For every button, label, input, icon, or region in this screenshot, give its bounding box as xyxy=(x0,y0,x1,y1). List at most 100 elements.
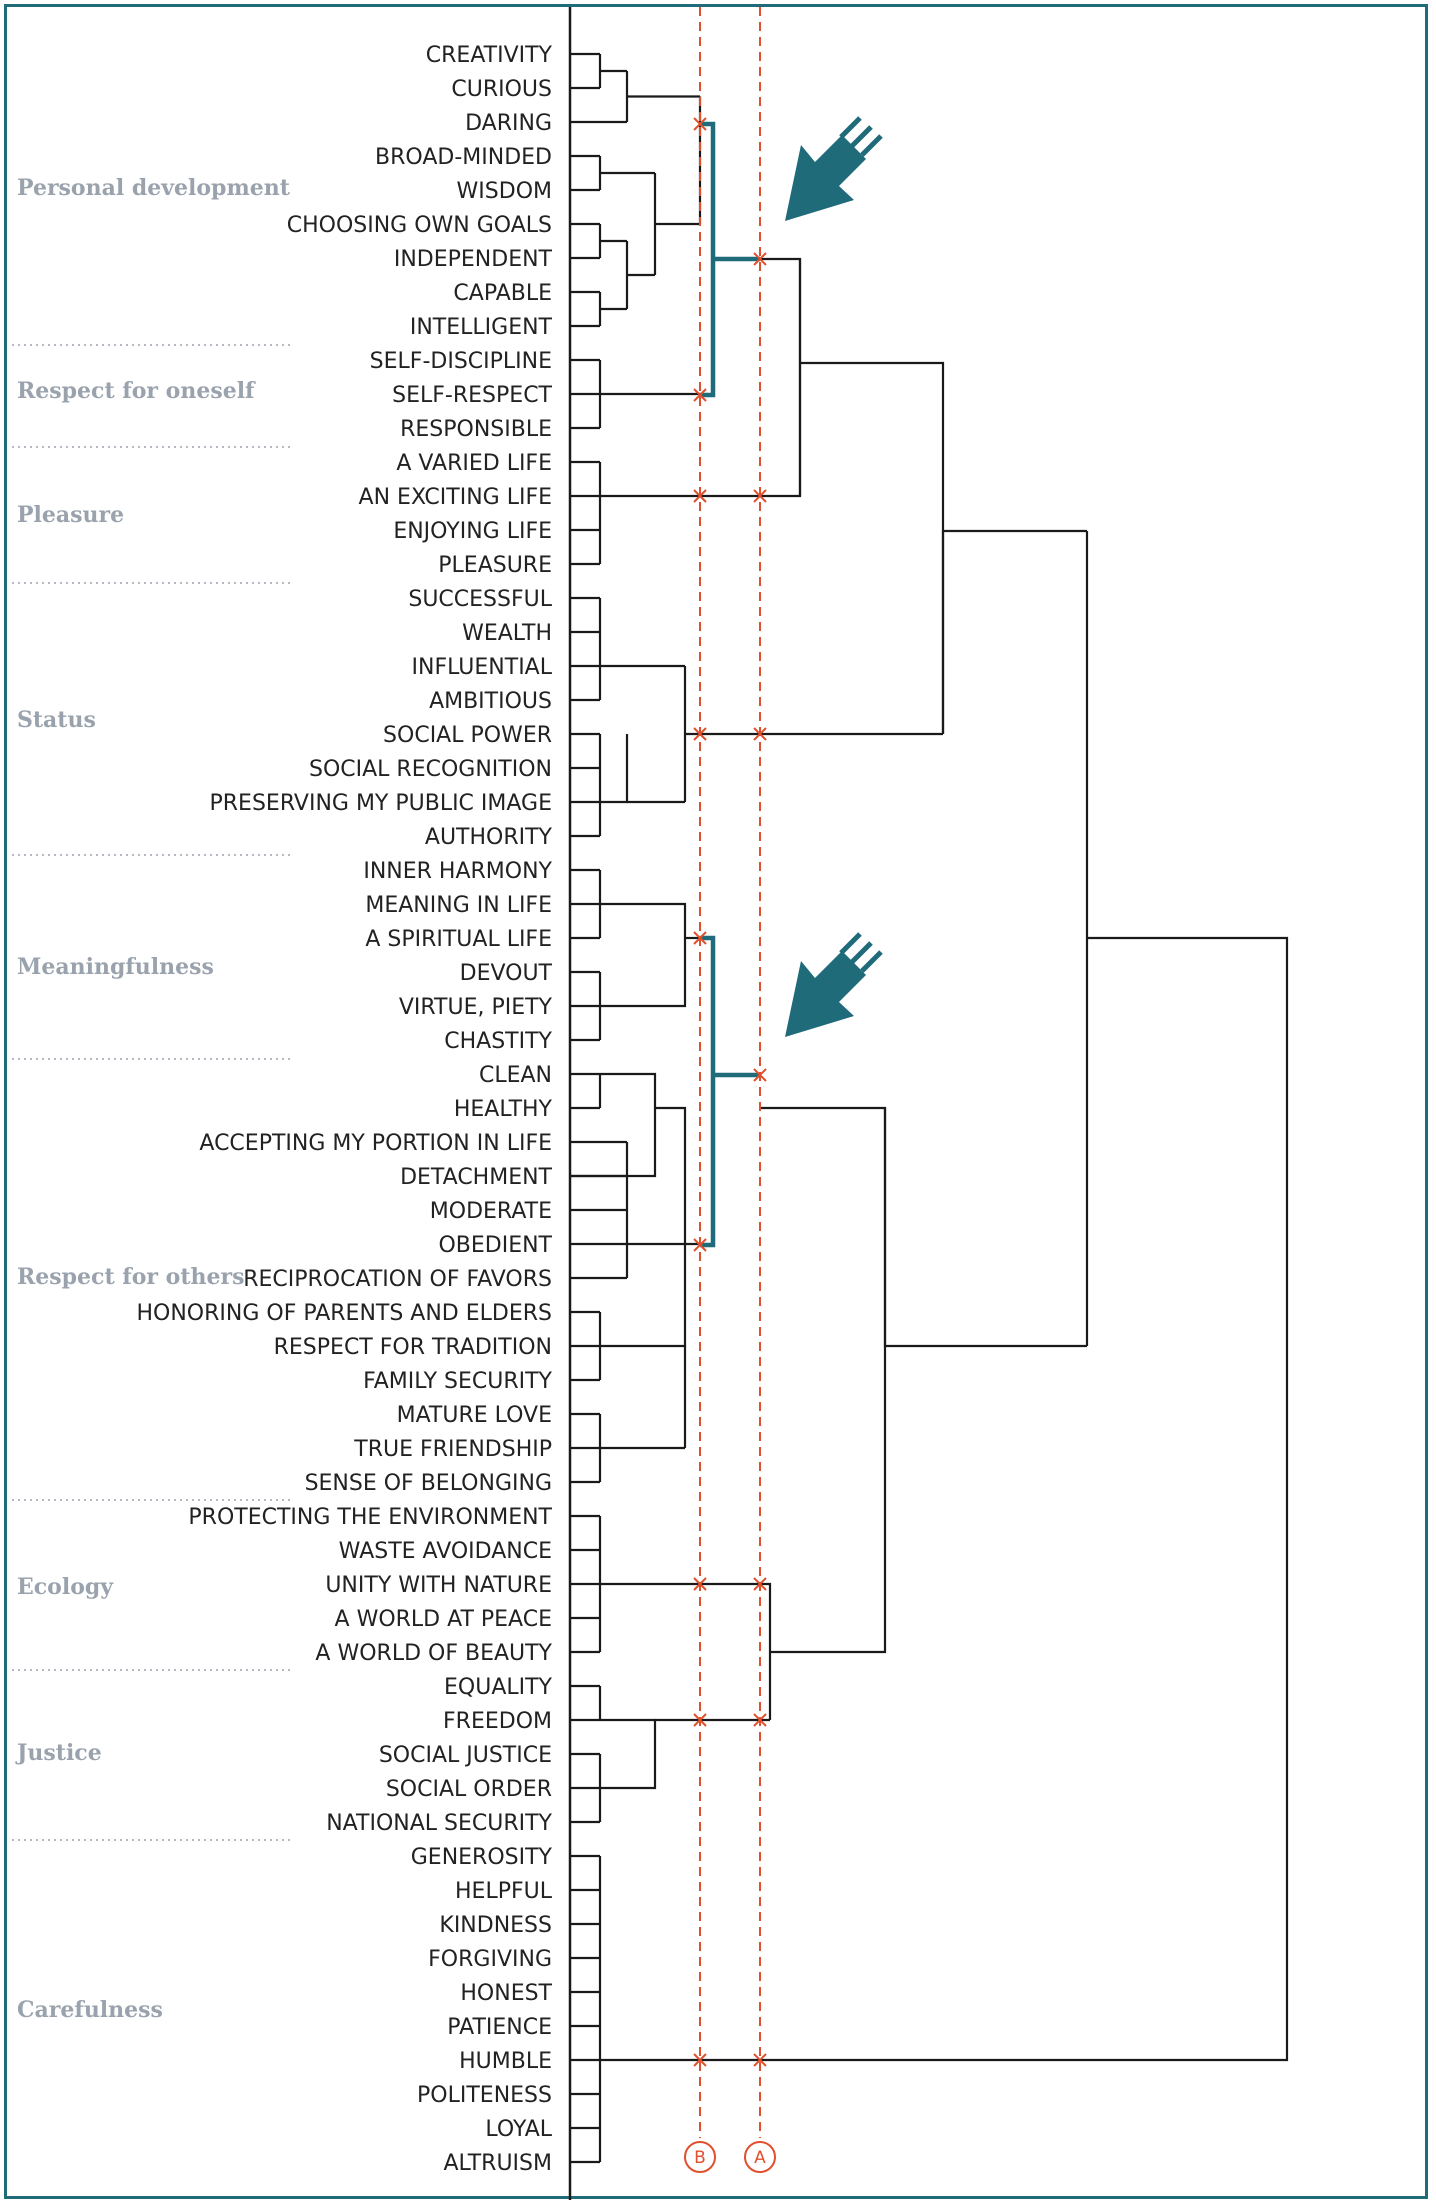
intersection-marker xyxy=(693,1577,707,1591)
leaf-label: MEANING IN LIFE xyxy=(365,893,552,918)
leaf-label: SELF-DISCIPLINE xyxy=(370,349,552,374)
leaf-label: SOCIAL JUSTICE xyxy=(379,1743,552,1768)
leaf-label: HELPFUL xyxy=(455,1879,553,1904)
leaf-label: DARING xyxy=(465,111,552,136)
leaf-label: SELF-RESPECT xyxy=(392,383,552,408)
leaf-label: INNER HARMONY xyxy=(363,859,552,884)
leaf-label: WEALTH xyxy=(462,621,552,646)
leaf-label: SOCIAL RECOGNITION xyxy=(309,757,552,782)
intersection-marker xyxy=(693,727,707,741)
group-label: Justice xyxy=(15,1740,102,1766)
leaf-label: FAMILY SECURITY xyxy=(363,1369,552,1394)
leaf-label: KINDNESS xyxy=(439,1913,552,1938)
leaf-label: HUMBLE xyxy=(459,2049,552,2074)
arrow-down-left-icon xyxy=(785,116,883,221)
dendrogram-link xyxy=(600,902,687,1008)
leaf-label: A WORLD AT PEACE xyxy=(335,1607,552,1632)
leaf-label: DETACHMENT xyxy=(400,1165,552,1190)
dendrogram-link xyxy=(600,936,1289,2062)
leaf-label: GENEROSITY xyxy=(411,1845,553,1870)
leaf-label: INFLUENTIAL xyxy=(412,655,553,680)
intersection-marker xyxy=(753,1577,767,1591)
arrow-down-left-icon xyxy=(785,932,883,1037)
group-label: Ecology xyxy=(17,1574,114,1600)
leaf-label: AMBITIOUS xyxy=(429,689,552,714)
leaf-label: BROAD-MINDED xyxy=(375,145,552,170)
leaf-label: AN EXCITING LIFE xyxy=(359,485,552,510)
dendrogram-link xyxy=(883,1108,1087,1348)
highlight-bracket-lower xyxy=(700,935,716,1248)
leaf-label: CHASTITY xyxy=(444,1029,552,1054)
intersection-marker xyxy=(753,252,767,266)
leaf-label: A SPIRITUAL LIFE xyxy=(365,927,552,952)
leaf-label: NATIONAL SECURITY xyxy=(326,1811,552,1836)
group-label: Meaningfulness xyxy=(17,954,214,980)
leaf-label: MODERATE xyxy=(430,1199,552,1224)
cut-line-markers xyxy=(684,2141,776,2173)
group-separators xyxy=(12,344,290,1841)
leaf-label: RESPONSIBLE xyxy=(400,417,552,442)
group-label: Pleasure xyxy=(17,502,124,528)
leaf-label: POLITENESS xyxy=(417,2083,552,2108)
cut-line-b-marker xyxy=(684,2141,716,2173)
leaf-label: LOYAL xyxy=(485,2117,552,2142)
leaf-label: ENJOYING LIFE xyxy=(393,519,552,544)
leaf-label: ALTRUISM xyxy=(443,2151,552,2176)
leaf-label: HONEST xyxy=(460,1981,552,2006)
cut-line-b-label: B xyxy=(694,2148,706,2168)
intersection-marker xyxy=(693,388,707,402)
dendrogram-link xyxy=(600,1582,772,1720)
leaf-label: EQUALITY xyxy=(444,1675,553,1700)
highlight-links xyxy=(700,121,760,1248)
highlight-bracket-upper xyxy=(700,121,716,398)
leaf-label: AUTHORITY xyxy=(425,825,553,850)
leaf-label: CAPABLE xyxy=(453,281,552,306)
intersection-marker xyxy=(753,1713,767,1727)
cut-lines xyxy=(699,7,761,2138)
intersection-marker xyxy=(693,117,707,131)
dendrogram-link xyxy=(760,1106,887,1654)
leaf-label: CHOOSING OWN GOALS xyxy=(287,213,552,238)
group-label: Respect for others xyxy=(17,1264,244,1290)
intersection-marker xyxy=(693,489,707,503)
leaf-label: PATIENCE xyxy=(447,2015,552,2040)
leaf-label: UNITY WITH NATURE xyxy=(325,1573,552,1598)
leaf-label: HONORING OF PARENTS AND ELDERS xyxy=(136,1301,552,1326)
group-label: Status xyxy=(17,707,96,733)
leaf-label: CURIOUS xyxy=(451,77,552,102)
leaf-label: PRESERVING MY PUBLIC IMAGE xyxy=(210,791,553,816)
group-label: Personal development xyxy=(17,175,291,201)
leaf-label: MATURE LOVE xyxy=(397,1403,552,1428)
cut-line-a-label: A xyxy=(754,2148,766,2168)
leaf-label: INDEPENDENT xyxy=(394,247,553,272)
dendrogram-link xyxy=(600,734,629,804)
leaf-label: A VARIED LIFE xyxy=(396,451,552,476)
leaf-label: TRUE FRIENDSHIP xyxy=(353,1437,552,1462)
leaf-label: OBEDIENT xyxy=(438,1233,552,1258)
leaf-label: WASTE AVOIDANCE xyxy=(339,1539,552,1564)
leaf-label: INTELLIGENT xyxy=(410,315,553,340)
dendrogram-link xyxy=(600,1106,687,1348)
leaf-label: HEALTHY xyxy=(454,1097,553,1122)
dendrogram-link xyxy=(800,361,945,734)
leaf-label: RECIPROCATION OF FAVORS xyxy=(243,1267,552,1292)
diagram-frame xyxy=(4,4,1428,2199)
leaf-label: FREEDOM xyxy=(443,1709,552,1734)
group-label: Carefulness xyxy=(17,1997,163,2023)
leaf-label: CLEAN xyxy=(479,1063,552,1088)
leaf-label: PLEASURE xyxy=(438,553,552,578)
dendrogram-tree xyxy=(570,52,1289,2164)
leaf-label: SOCIAL ORDER xyxy=(386,1777,552,1802)
leaf-label: PROTECTING THE ENVIRONMENT xyxy=(188,1505,552,1530)
leaf-label: SOCIAL POWER xyxy=(383,723,552,748)
dendrogram-link xyxy=(600,1718,657,1790)
intersection-marker xyxy=(693,931,707,945)
leaf-label: DEVOUT xyxy=(460,961,553,986)
leaf-label: WISDOM xyxy=(457,179,552,204)
leaf-label: FORGIVING xyxy=(428,1947,552,1972)
intersection-marker xyxy=(693,2053,707,2067)
leaf-labels: CREATIVITYCURIOUSDARINGBROAD-MINDEDWISDO… xyxy=(136,43,552,2176)
cut-line-a-marker xyxy=(744,2141,776,2173)
leaf-label: RESPECT FOR TRADITION xyxy=(274,1335,552,1360)
leaf-label: ACCEPTING MY PORTION IN LIFE xyxy=(199,1131,552,1156)
